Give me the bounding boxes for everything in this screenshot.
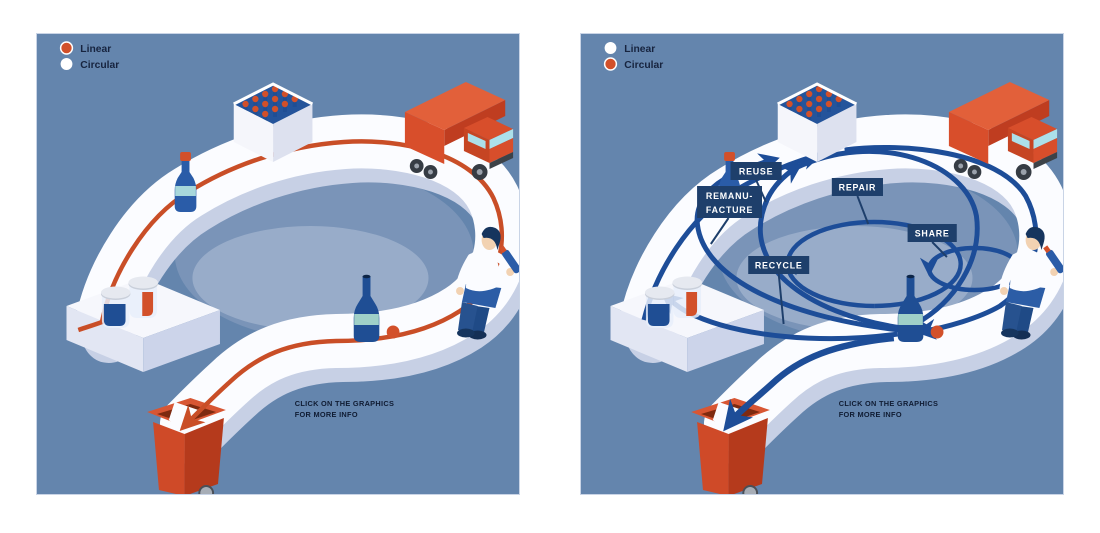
flow-tags: REUSE REMANU- FACTURE REPAIR SHARE bbox=[697, 162, 957, 325]
legend: Linear Circular bbox=[603, 42, 664, 71]
remanufacture-tag-line2: FACTURE bbox=[706, 205, 753, 215]
linear-flow-arrow bbox=[77, 139, 505, 432]
recycle-tag-stem bbox=[777, 273, 785, 325]
remanufacture-tag-line1: REMANU- bbox=[706, 191, 753, 201]
legend-linear-label: Linear bbox=[80, 44, 111, 55]
legend-circular-option[interactable]: Circular bbox=[60, 58, 120, 71]
share-loop-arrow bbox=[919, 245, 975, 277]
linear-dot-icon bbox=[59, 41, 74, 55]
recycle-tag-label: RECYCLE bbox=[755, 260, 803, 270]
repair-tag-label: REPAIR bbox=[839, 182, 876, 192]
recycle-tag[interactable]: RECYCLE bbox=[748, 256, 810, 274]
legend-circular-label: Circular bbox=[80, 60, 119, 71]
share-tag-stem bbox=[931, 241, 948, 258]
reuse-loop-arrow-return bbox=[794, 148, 980, 329]
circular-dot-icon bbox=[60, 58, 73, 70]
note: CLICK ON THE GRAPHICS FOR MORE INFO bbox=[295, 399, 394, 419]
note-line2: FOR MORE INFO bbox=[839, 410, 902, 419]
note-line2: FOR MORE INFO bbox=[295, 410, 358, 419]
panel-linear-economy: Linear Circular CLICK ON THE GRAPHICS FO… bbox=[36, 33, 520, 495]
disposal-arrow bbox=[723, 334, 895, 432]
repair-tag[interactable]: REPAIR bbox=[831, 178, 883, 196]
legend-linear-label: Linear bbox=[624, 44, 655, 55]
reuse-tag-label: REUSE bbox=[739, 166, 773, 176]
circular-dot-icon bbox=[603, 57, 618, 71]
note-line1: CLICK ON THE GRAPHICS bbox=[839, 399, 938, 408]
reuse-tag[interactable]: REUSE bbox=[730, 162, 782, 180]
share-tag-label: SHARE bbox=[915, 228, 950, 238]
note-line1: CLICK ON THE GRAPHICS bbox=[295, 399, 394, 408]
legend-circular-label: Circular bbox=[624, 60, 663, 71]
legend-circular-option[interactable]: Circular bbox=[603, 57, 664, 71]
bottle-cap-icon[interactable] bbox=[386, 325, 400, 339]
legend-linear-option[interactable]: Linear bbox=[604, 42, 656, 55]
share-tag[interactable]: SHARE bbox=[907, 224, 957, 242]
remanufacture-tag[interactable]: REMANU- FACTURE bbox=[697, 186, 762, 218]
bottle-cap-icon[interactable] bbox=[930, 325, 944, 339]
legend: Linear Circular bbox=[59, 41, 120, 71]
reuse-loop-arrow-up bbox=[758, 163, 903, 331]
remanufacture-tag-stem bbox=[710, 217, 730, 245]
panel-circular-economy: REUSE REMANU- FACTURE REPAIR SHARE bbox=[580, 33, 1064, 495]
legend-linear-option[interactable]: Linear bbox=[59, 41, 112, 55]
repair-tag-stem bbox=[856, 195, 870, 225]
note: CLICK ON THE GRAPHICS FOR MORE INFO bbox=[839, 399, 938, 419]
linear-dot-icon bbox=[604, 42, 617, 54]
